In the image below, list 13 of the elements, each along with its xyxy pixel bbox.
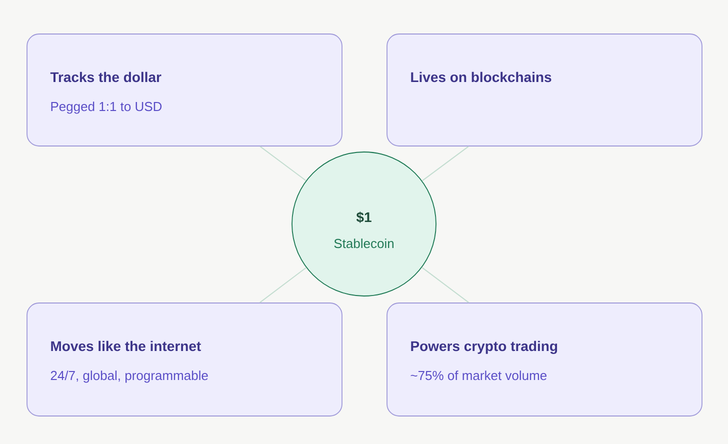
connector-line (421, 266, 470, 304)
card-heading: Tracks the dollar (50, 72, 162, 82)
connector-line (260, 146, 306, 182)
connector-line (422, 146, 469, 182)
card-text: 24/7, global, programmable (50, 370, 208, 383)
circle-value: $1 (356, 212, 372, 224)
card-heading: Powers crypto trading (411, 340, 558, 354)
card-heading: Moves like the internet (51, 340, 201, 352)
card-text: Pegged 1:1 to USD (51, 102, 162, 114)
connector-line (259, 267, 307, 304)
circle-label: Stablecoin (334, 238, 394, 248)
card-heading: Lives on blockchains (411, 72, 552, 82)
card-text: ~75% of market volume (410, 370, 547, 380)
